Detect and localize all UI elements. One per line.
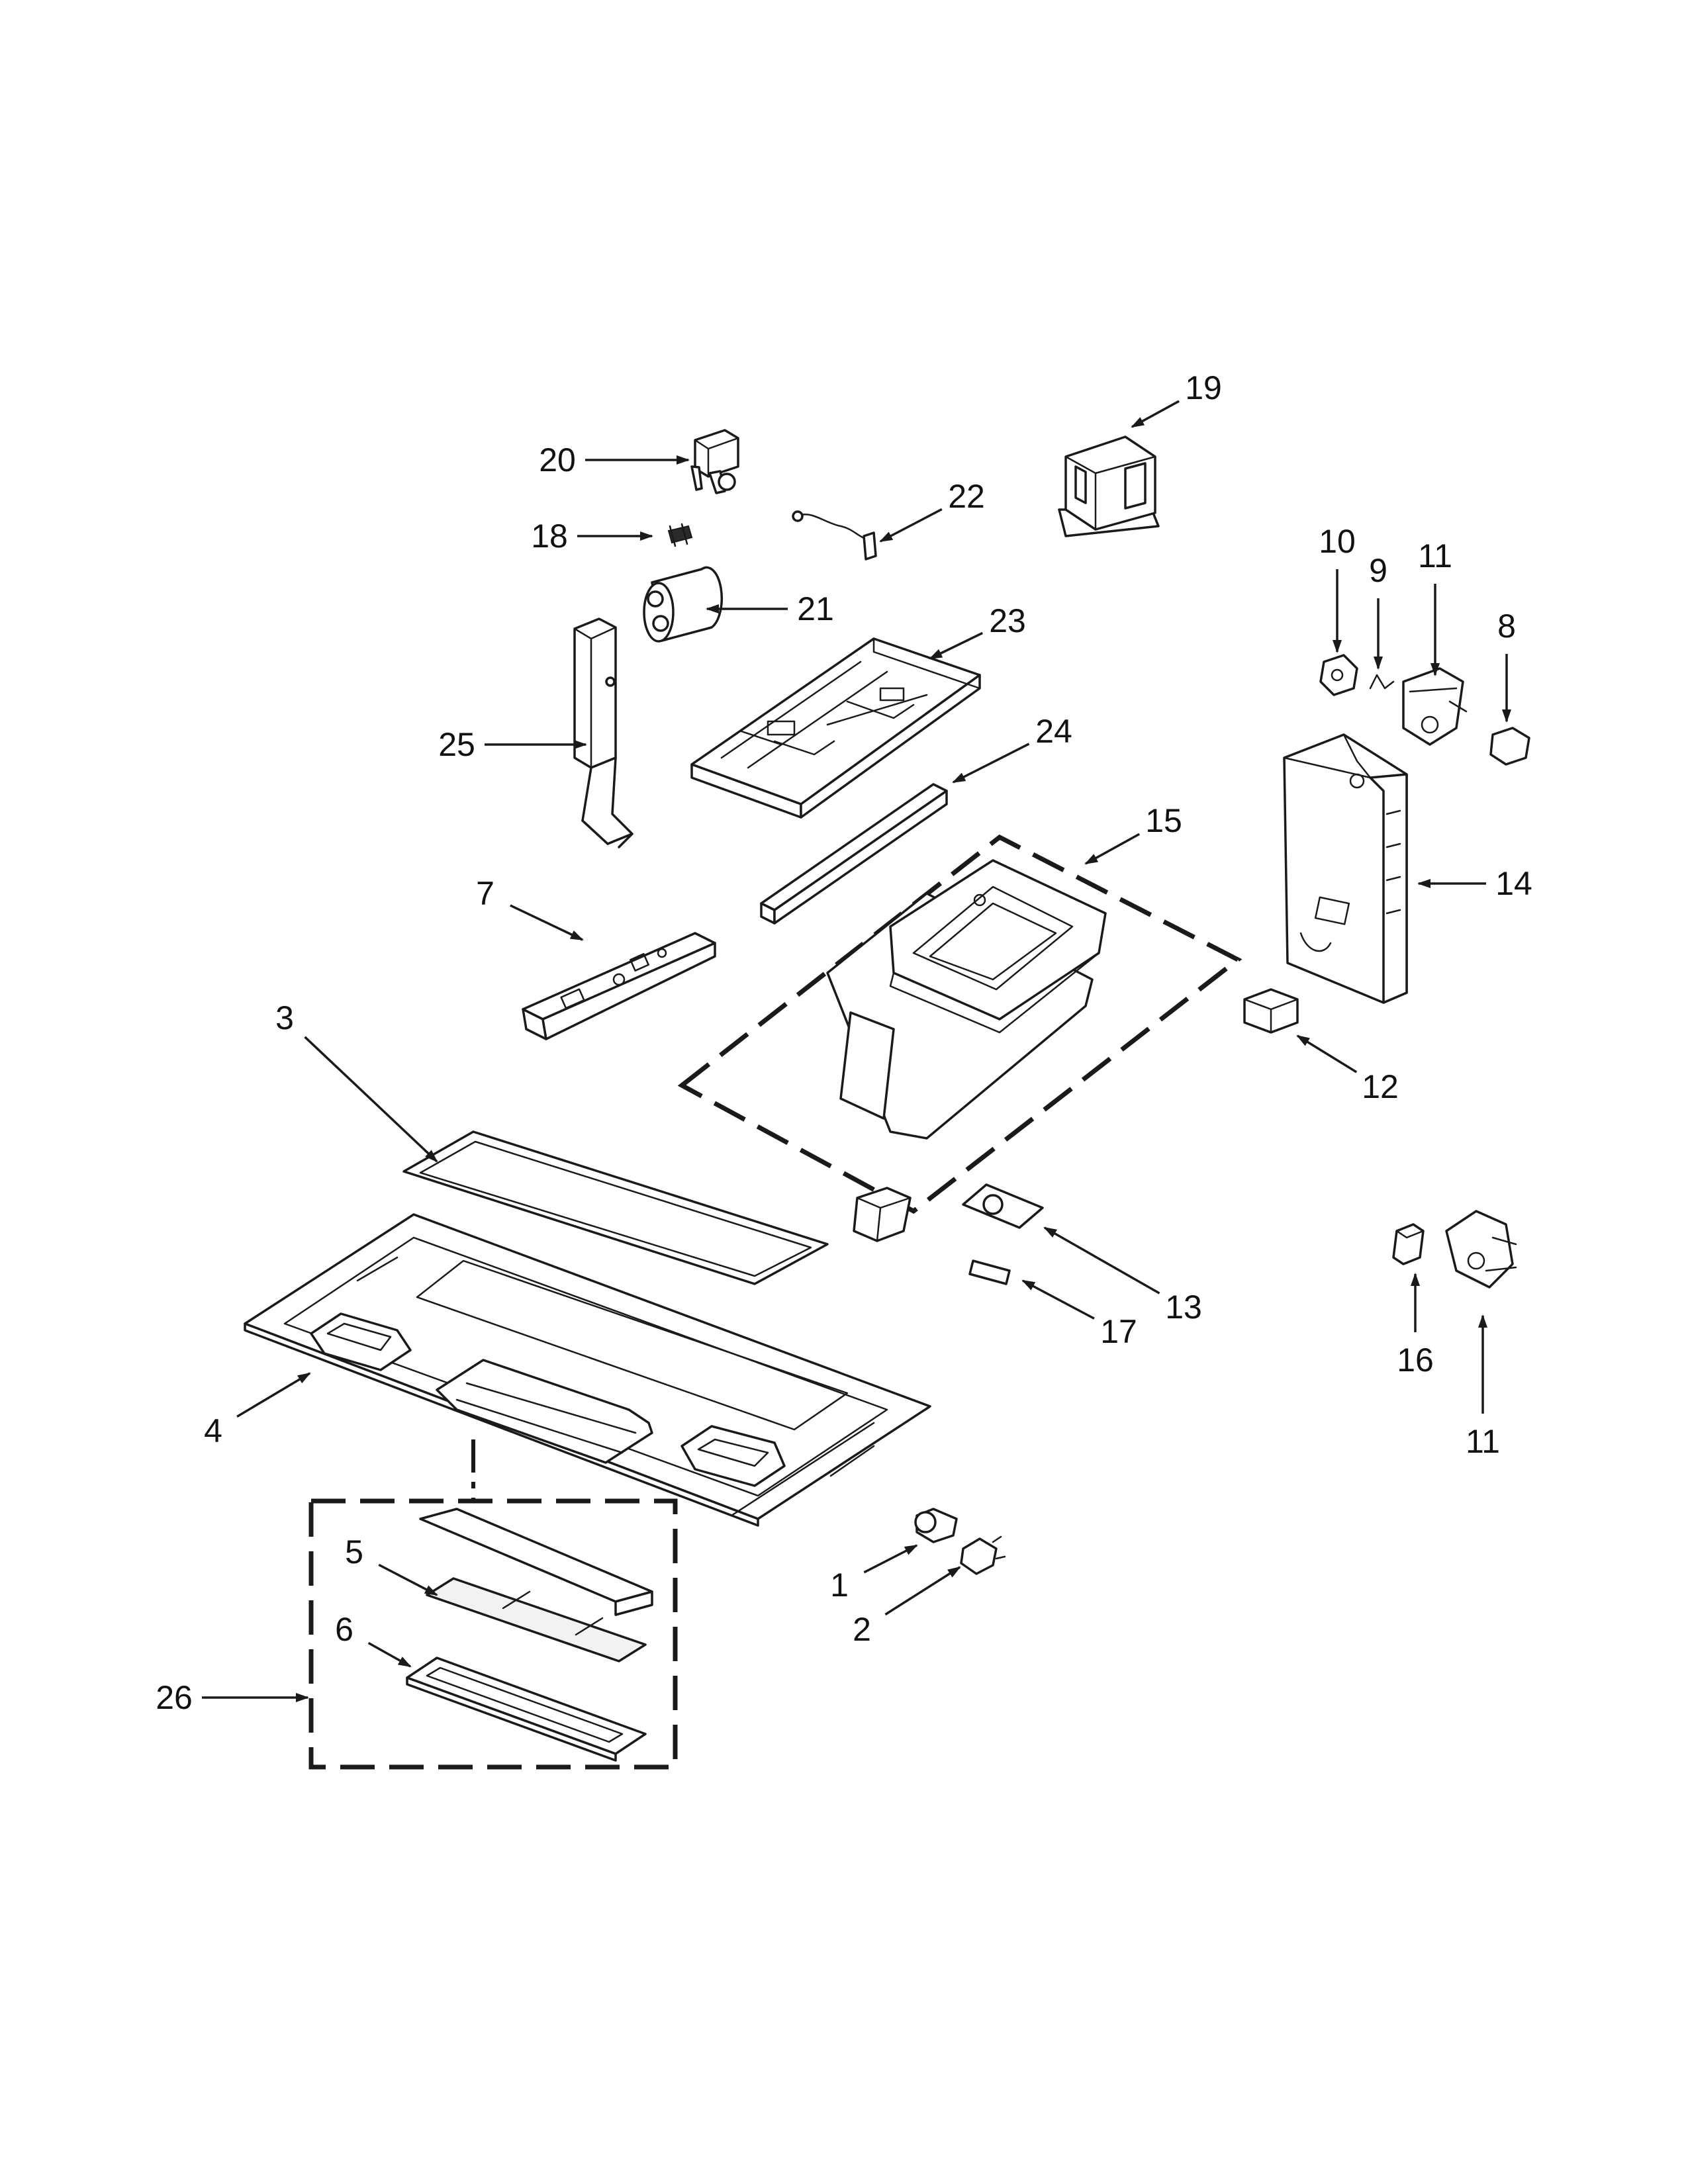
plug-part-8[interactable]	[1489, 727, 1530, 766]
spring-part-9[interactable]	[1369, 674, 1395, 690]
callout-label: 1	[830, 1567, 849, 1604]
leader-arrow	[952, 743, 1030, 784]
leader-arrow	[863, 1544, 918, 1574]
wire-harness-part[interactable]	[792, 510, 877, 561]
light-kit-26[interactable]	[308, 1498, 678, 1770]
callout-label: 9	[1369, 552, 1387, 589]
callout-c2: 2	[853, 1566, 961, 1648]
callout-c6: 6	[335, 1611, 412, 1668]
callout-c23: 23	[929, 602, 1026, 660]
callout-label: 21	[797, 590, 834, 627]
callout-c4: 4	[204, 1372, 311, 1449]
callout-c24: 24	[952, 713, 1072, 784]
callout-label: 2	[853, 1611, 871, 1648]
callout-c13: 13	[1043, 1226, 1202, 1326]
callout-label: 26	[156, 1679, 193, 1716]
leader-arrow	[236, 1372, 311, 1418]
callout-c26: 26	[156, 1679, 309, 1716]
callout-label: 15	[1145, 802, 1182, 839]
callout-label: 17	[1100, 1313, 1137, 1350]
leader-arrow	[884, 1566, 961, 1615]
callout-label: 7	[476, 875, 494, 912]
callout-c17: 17	[1021, 1279, 1137, 1350]
callout-label: 24	[1035, 713, 1072, 750]
rail-part-24[interactable]	[760, 783, 948, 925]
callout-label: 3	[275, 999, 294, 1036]
leader-arrow	[510, 904, 584, 941]
callout-c5: 5	[345, 1533, 438, 1596]
callout-c15: 15	[1084, 802, 1182, 865]
leader-arrow	[1084, 833, 1141, 865]
callout-c16: 16	[1397, 1273, 1434, 1379]
callout-label: 11	[1466, 1423, 1500, 1460]
leader-arrow	[378, 1563, 438, 1596]
transformer-part[interactable]	[1058, 435, 1160, 537]
callout-label: 20	[539, 441, 576, 478]
leader-arrow	[1296, 1034, 1358, 1073]
callout-c10: 10	[1319, 523, 1356, 653]
callout-label: 25	[438, 726, 475, 763]
clip-part-18[interactable]	[667, 523, 693, 547]
leader-arrow	[1131, 400, 1180, 428]
callout-label: 10	[1319, 523, 1356, 560]
callout-label: 16	[1397, 1342, 1434, 1379]
relay-part-12[interactable]	[1243, 988, 1299, 1034]
leader-arrow	[367, 1641, 412, 1668]
callout-c12: 12	[1296, 1034, 1399, 1105]
switch-part-16[interactable]	[1392, 1223, 1425, 1265]
base-plate-part[interactable]	[690, 637, 981, 819]
callout-c3: 3	[275, 999, 438, 1163]
callout-c22: 22	[879, 478, 985, 543]
callout-c11b: 11	[1466, 1314, 1500, 1460]
filter-part-3[interactable]	[402, 1130, 829, 1285]
leader-arrow	[304, 1036, 438, 1163]
callout-label: 4	[204, 1412, 222, 1449]
switch-bracket-part-11[interactable]	[1402, 667, 1468, 746]
housing-part-14[interactable]	[1283, 733, 1408, 1004]
control-bracket-part-7[interactable]	[522, 932, 716, 1040]
callout-label: 8	[1497, 608, 1516, 645]
callout-c18: 18	[531, 518, 653, 555]
callout-label: 19	[1185, 369, 1222, 406]
capacitor-part[interactable]	[643, 566, 724, 643]
bottom-plate-part-4[interactable]	[244, 1213, 931, 1527]
callout-label: 14	[1495, 865, 1532, 902]
callout-label: 18	[531, 518, 568, 555]
callout-c20: 20	[539, 441, 690, 478]
lamp-part-1[interactable]	[914, 1508, 958, 1543]
callout-label: 5	[345, 1533, 363, 1570]
bracket-part-25[interactable]	[573, 617, 633, 848]
thermostat-part-13[interactable]	[962, 1183, 1044, 1229]
callout-c19: 19	[1131, 369, 1222, 428]
terminal-part-20[interactable]	[690, 429, 739, 494]
callout-c7: 7	[476, 875, 584, 941]
callout-label: 13	[1165, 1289, 1202, 1326]
frame-part-6[interactable]	[406, 1657, 647, 1762]
callout-c8: 8	[1497, 608, 1516, 723]
blower-kit[interactable]	[677, 834, 1243, 1242]
callout-c9: 9	[1369, 552, 1387, 670]
callout-c25: 25	[438, 726, 587, 763]
callout-label: 22	[948, 478, 985, 515]
switch-bracket-part-11b[interactable]	[1445, 1210, 1517, 1289]
socket-part-2[interactable]	[960, 1535, 1006, 1575]
callout-c21: 21	[706, 590, 834, 627]
fuse-part-17[interactable]	[968, 1259, 1011, 1285]
leader-arrow	[1021, 1279, 1095, 1320]
callout-label: 11	[1418, 537, 1452, 574]
callout-label: 6	[335, 1611, 353, 1648]
callout-c14: 14	[1417, 865, 1532, 902]
leader-arrow	[879, 508, 943, 543]
leader-arrow	[929, 631, 984, 660]
switch-part-10[interactable]	[1319, 654, 1358, 696]
callout-c11a: 11	[1418, 537, 1452, 676]
callout-label: 12	[1362, 1068, 1399, 1105]
lens-part-5[interactable]	[419, 1508, 653, 1662]
leader-arrow	[1043, 1226, 1160, 1295]
callout-c1: 1	[830, 1544, 918, 1604]
callout-label: 23	[989, 602, 1026, 639]
